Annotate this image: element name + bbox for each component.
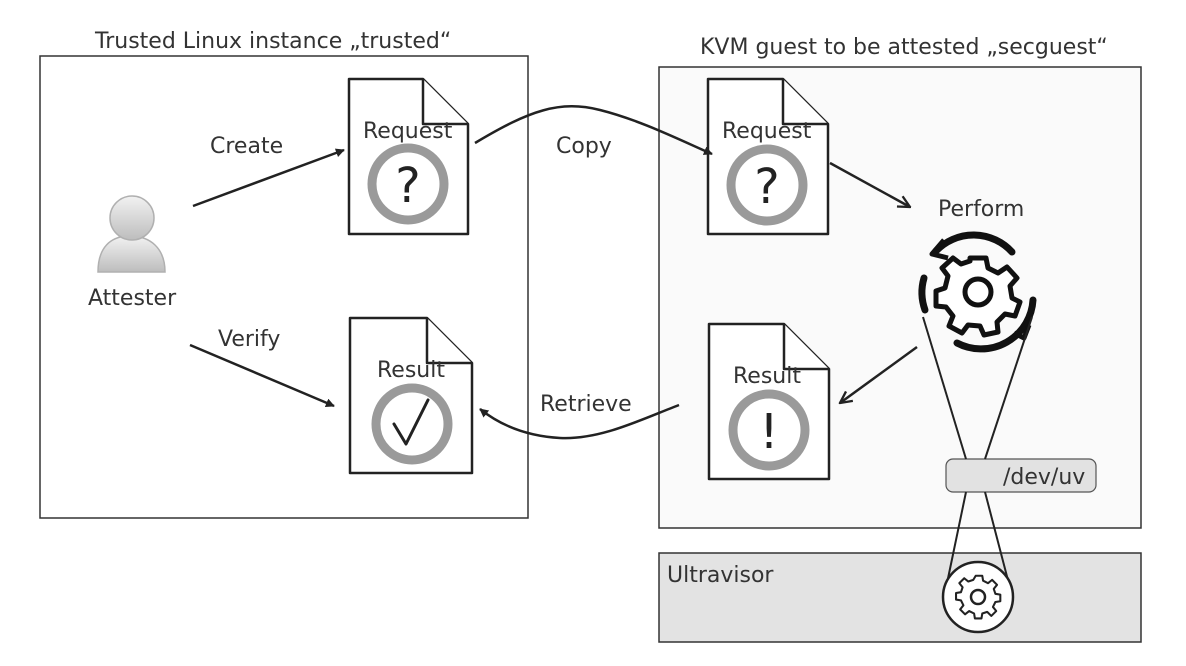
- verify-arrow: Verify: [189, 327, 335, 408]
- ultravisor-label: Ultravisor: [667, 563, 774, 588]
- svg-text:!: !: [759, 404, 778, 460]
- trusted-result-document: Result: [348, 316, 474, 475]
- copy-label: Copy: [556, 134, 612, 159]
- attester-label: Attester: [88, 286, 177, 311]
- svg-text:?: ?: [395, 158, 420, 214]
- guest-box-title: KVM guest to be attested „secguest“: [700, 35, 1108, 60]
- retrieve-arrow: Retrieve: [479, 392, 680, 440]
- check-mark-icon: [371, 383, 453, 465]
- verify-label: Verify: [218, 327, 280, 352]
- user-icon: [97, 195, 166, 273]
- retrieve-label: Retrieve: [540, 392, 632, 417]
- perform-label: Perform: [938, 197, 1024, 222]
- question-mark-icon: ?: [726, 144, 808, 226]
- result-arrow: [840, 345, 918, 403]
- guest-request-label: Request: [722, 119, 812, 144]
- svg-text:?: ?: [754, 159, 779, 215]
- guest-request-document: Request ?: [706, 77, 830, 236]
- trusted-instance-title: Trusted Linux instance „trusted“: [94, 29, 451, 54]
- trusted-request-document: Request ?: [347, 77, 470, 236]
- ultravisor-box: Ultravisor: [658, 552, 1142, 643]
- guest-result-label: Result: [733, 364, 801, 389]
- guest-result-document: Result !: [707, 322, 831, 481]
- dev-uv-label: /dev/uv: [1003, 465, 1085, 490]
- process-gear-icon: [918, 231, 1037, 353]
- create-arrow: Create: [192, 134, 345, 208]
- trusted-result-label: Result: [377, 358, 445, 383]
- trusted-request-label: Request: [363, 119, 453, 144]
- question-mark-icon: ?: [367, 143, 449, 225]
- device-connectors: [922, 316, 1033, 589]
- guest-box: KVM guest to be attested „secguest“: [658, 35, 1142, 529]
- gear-icon: [941, 560, 1015, 634]
- perform-arrow: Perform: [829, 161, 1024, 222]
- attester: Attester: [88, 195, 177, 311]
- create-label: Create: [210, 134, 283, 159]
- copy-arrow: Copy: [474, 105, 713, 159]
- exclamation-mark-icon: !: [728, 389, 810, 471]
- dev-uv-device: /dev/uv: [945, 458, 1097, 493]
